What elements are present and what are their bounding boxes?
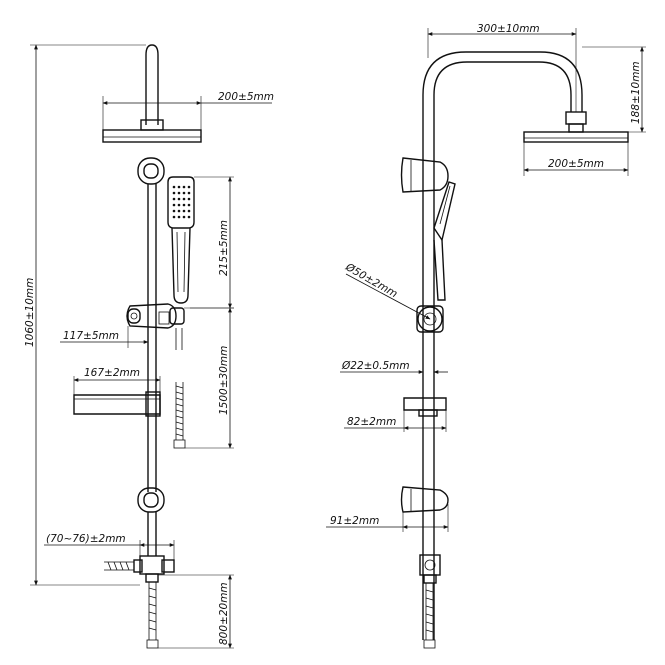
side-arm-connector [565,111,587,125]
side-rain-head [523,131,629,143]
dim-front-inlet: (70~76)±2mm [44,533,175,560]
side-shelf-depth-label: 82±2mm [347,416,396,428]
dim-front-lower-hose: 800±20mm [158,574,234,649]
front-shelf [73,391,161,417]
side-inlet-hose [423,583,436,649]
side-view: 300±10mm 188±10mm 200±5mm Ø50±2mm Ø22±0.… [326,23,646,649]
side-arm-inner [433,61,572,640]
side-top-bracket [400,157,449,193]
front-total-height-label: 1060±10mm [24,278,36,347]
dim-front-total-height: 1060±10mm [24,44,146,586]
side-bracket-depth-label: 91±2mm [330,515,379,527]
front-lower-hose-label: 800±20mm [218,582,230,645]
front-holder-offset-label: 117±5mm [63,330,119,342]
front-inlet-hose [146,582,159,649]
dim-front-handshower: 215±5mm [190,176,234,309]
front-view: 200±5mm 215±5mm 1060±10mm 117±5mm 1500±3… [24,44,274,649]
side-hand-shower [433,181,456,301]
dim-front-holder-offset: 117±5mm [60,326,149,348]
front-rain-head [102,129,202,143]
front-hose-length-label: 1500±30mm [218,346,230,415]
front-arm-connector [140,119,164,131]
side-arm-outer [422,51,583,640]
dim-side-bracket: 91±2mm [326,504,449,532]
dim-front-hose: 1500±30mm [184,307,234,449]
side-slider-diameter-label: Ø50±2mm [343,261,400,301]
side-head-width-label: 200±5mm [548,158,604,170]
side-rail-diameter-label: Ø22±0.5mm [341,360,410,372]
side-arm-reach-label: 300±10mm [477,23,540,35]
front-hose-coil [173,382,186,449]
side-lower-bracket [400,486,449,513]
dim-front-head-width: 200±5mm [102,91,274,130]
front-diverter [104,555,175,583]
side-slider [416,305,444,333]
dim-side-rail: Ø22±0.5mm [340,360,448,374]
side-head-ball [568,123,584,133]
front-slider-holder [126,303,185,329]
front-shower-arm [145,44,159,125]
front-lower-bracket [137,487,165,513]
front-handshower-length-label: 215±5mm [218,220,230,276]
side-arm-height-label: 188±10mm [630,61,642,124]
front-hand-shower [167,176,195,304]
dim-side-shelf: 82±2mm [344,410,447,432]
front-head-width-label: 200±5mm [218,91,274,103]
dim-side-arm-height: 188±10mm [582,46,646,133]
front-shelf-width-label: 167±2mm [84,367,140,379]
dim-side-head-width: 200±5mm [523,142,629,176]
dim-front-shelf: 167±2mm [73,367,161,395]
dim-side-arm-reach: 300±10mm [427,23,577,112]
front-hose-segment [175,328,183,350]
side-shelf [403,397,447,417]
side-diverter [419,554,441,584]
front-top-bracket [137,157,165,185]
front-inlet-spacing-label: (70~76)±2mm [46,533,126,545]
